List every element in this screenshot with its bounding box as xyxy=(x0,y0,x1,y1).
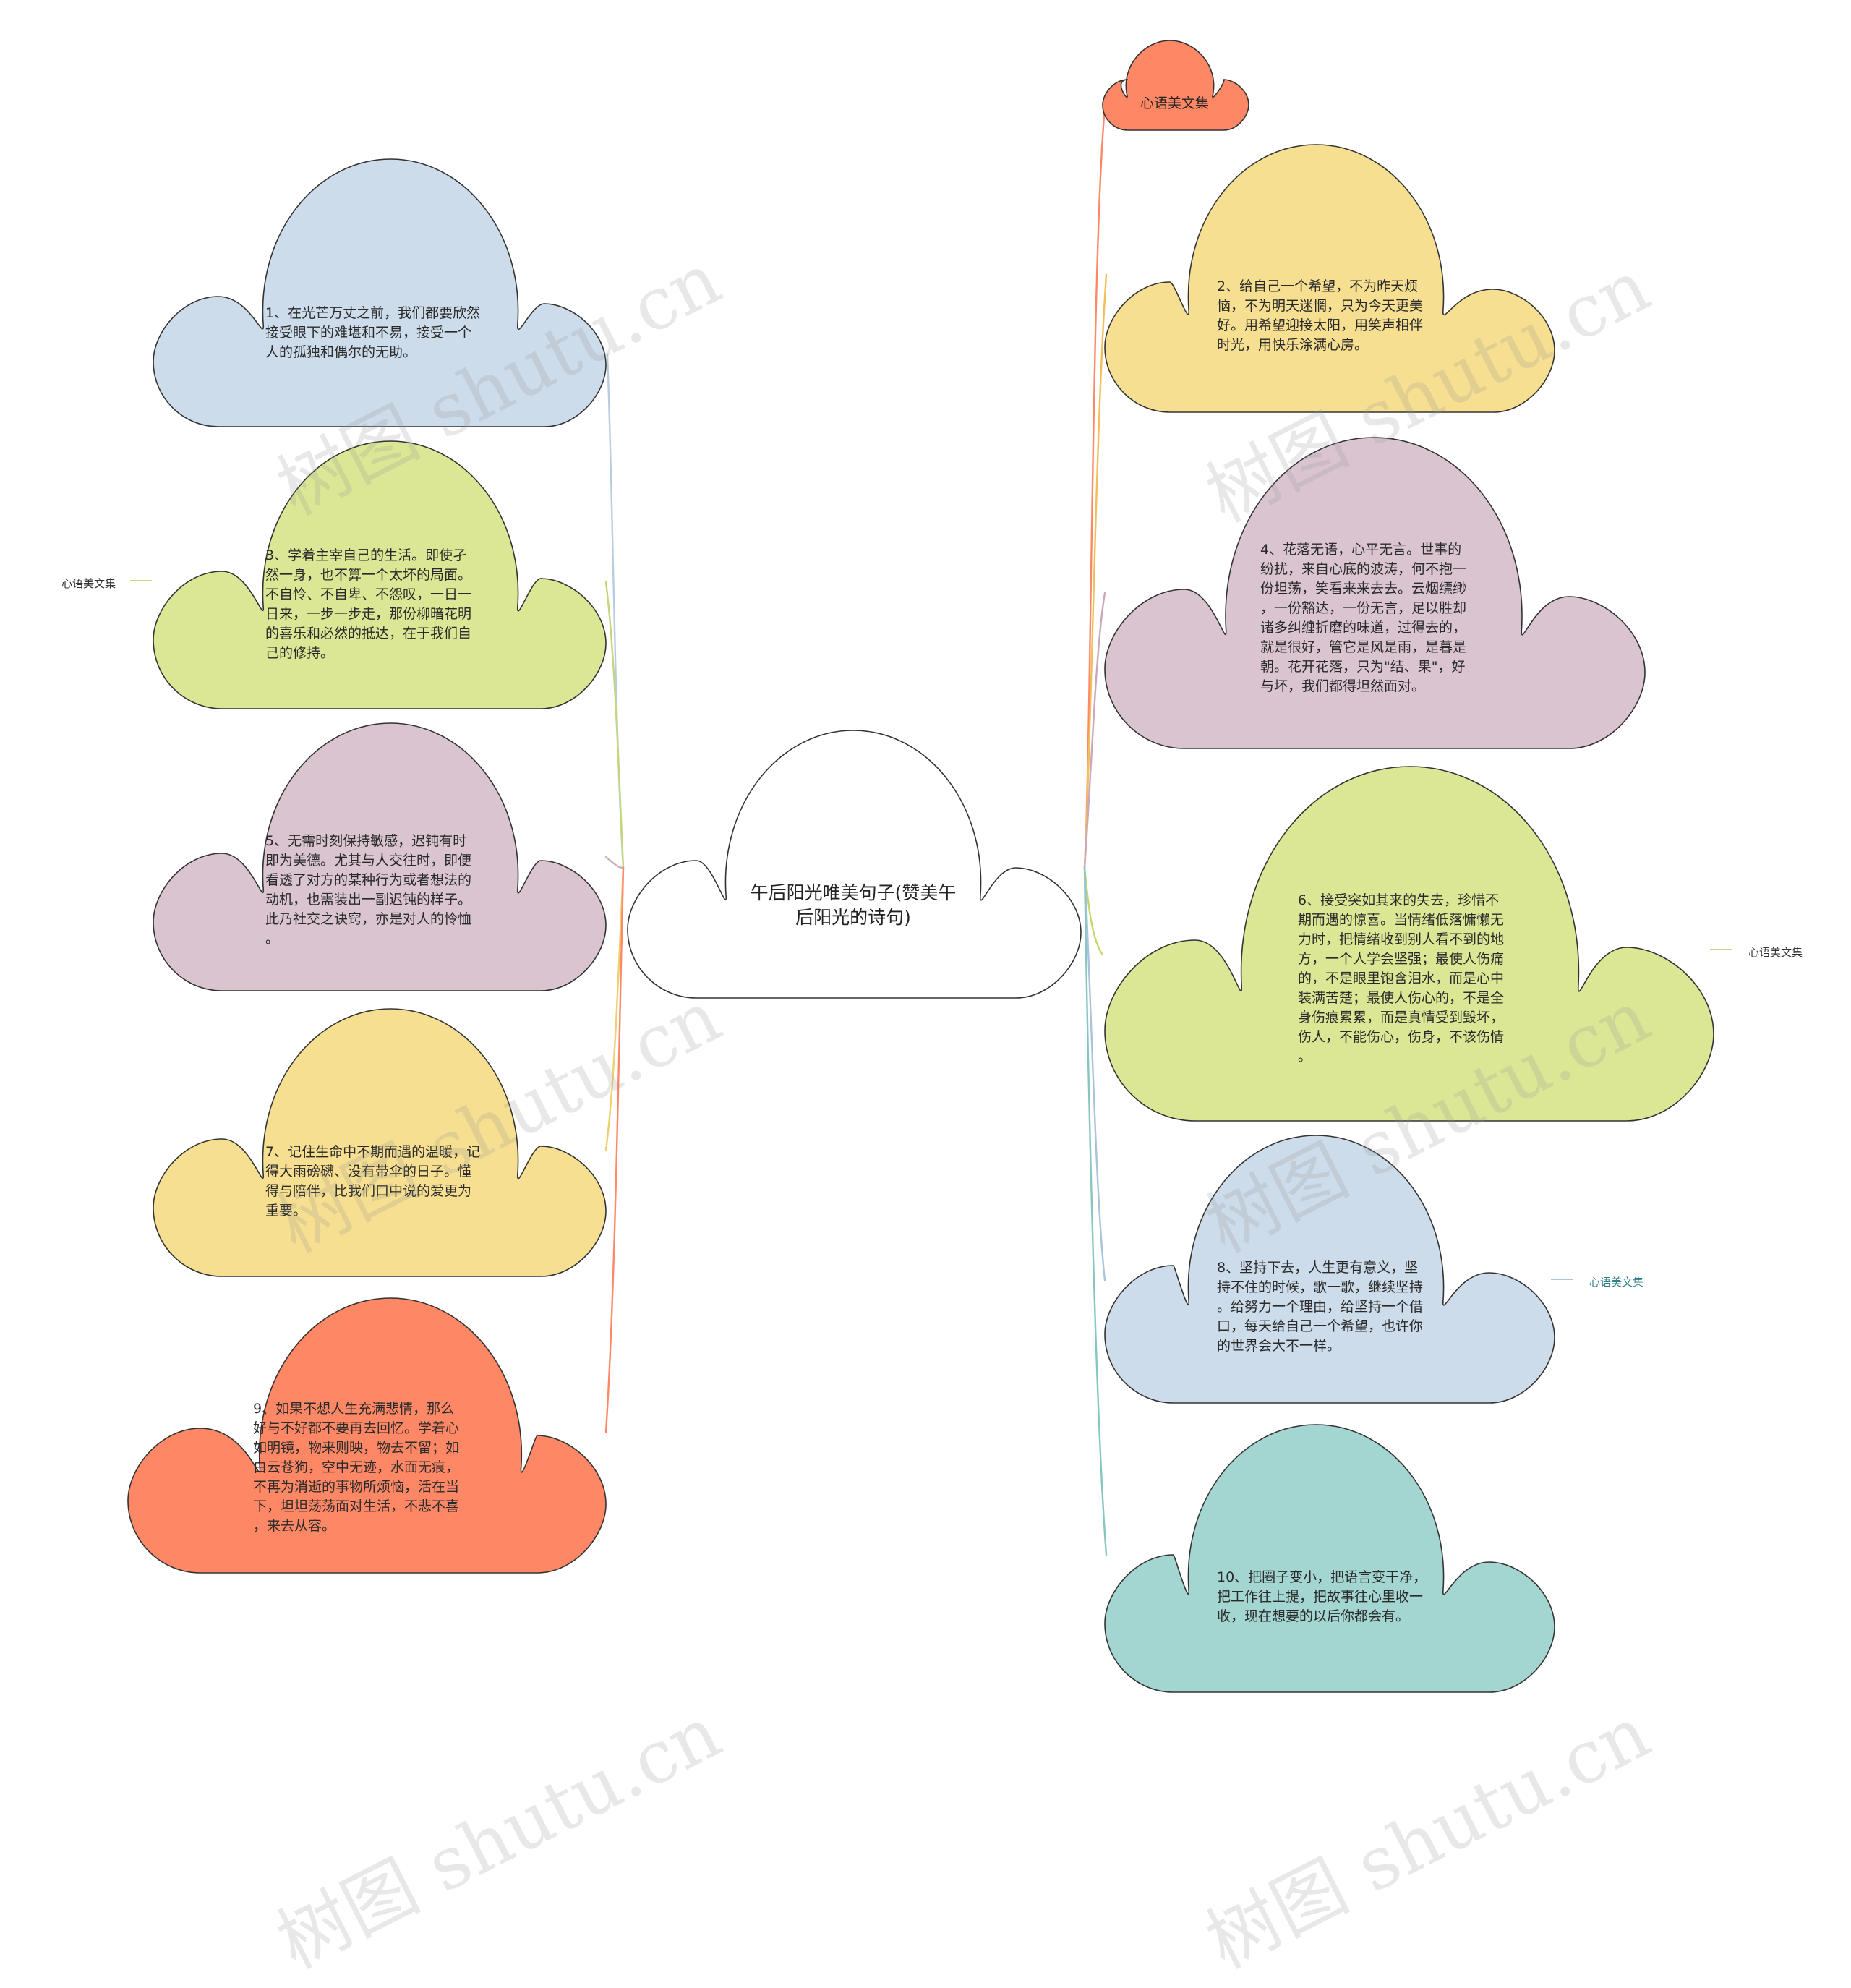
node-7-text[interactable]: 7、记住生命中不期而遇的温暖，记 得大雨磅礴、没有带伞的日子。懂 得与陪伴，比我… xyxy=(265,1144,481,1219)
node-9-text[interactable]: 9、如果不想人生充满悲情，那么 好与不好都不要再去回忆。学着心 如明镜，物来则映… xyxy=(253,1401,460,1534)
node-4-text[interactable]: 4、花落无语，心平无言。世事的 纷扰，来自心底的波涛，何不抱一 份坦荡，笑看来来… xyxy=(1260,542,1467,694)
connector-n2 xyxy=(1083,273,1108,869)
cloud-node-3 xyxy=(153,440,607,709)
cloud-node-10 xyxy=(1104,1424,1555,1693)
cloud-node-2 xyxy=(1104,144,1555,413)
cloud-node-7 xyxy=(153,1008,607,1277)
node-1-text[interactable]: 1、在光芒万丈之前，我们都要欣然 接受眼下的难堪和不易，接受一个 人的孤独和偶尔… xyxy=(265,305,481,360)
cloud-node-9 xyxy=(127,1297,607,1574)
connector-top-tag xyxy=(1083,93,1108,869)
tag-right-low[interactable]: 心语美文集 xyxy=(1589,1276,1644,1289)
node-6-text[interactable]: 6、接受突如其来的失去，珍惜不 期而遇的惊喜。当情绪低落慵懒无 力时，把情绪收到… xyxy=(1298,892,1505,1065)
mindmap-canvas xyxy=(127,40,1732,1693)
node-2-text[interactable]: 2、给自己一个希望，不为昨天烦 恼，不为明天迷惘，只为今天更美 好。用希望迎接太… xyxy=(1217,278,1424,353)
node-5-text[interactable]: 5、无需时刻保持敏感，迟钝有时 即为美德。尤其与人交往时，即便 看透了对方的某种… xyxy=(265,833,472,947)
central-topic[interactable]: 午后阳光唯美句子(赞美午 后阳光的诗句) xyxy=(750,882,957,928)
connector-n9 xyxy=(604,866,625,1433)
node-10-text[interactable]: 10、把圈子变小，把语言变干净， 把工作往上提，把故事往心里收一 收，现在想要的… xyxy=(1217,1569,1427,1624)
cloud-node-1 xyxy=(153,158,607,427)
tag-right-mid[interactable]: 心语美文集 xyxy=(1748,946,1803,959)
cloud-central xyxy=(627,730,1082,999)
cloud-node-8 xyxy=(1104,1135,1555,1404)
tag-left[interactable]: 心语美文集 xyxy=(61,577,116,590)
node-3-text[interactable]: 3、学着主宰自己的生活。即使孑 然一身，也不算一个太坏的局面。 不自怜、不自卑、… xyxy=(265,547,472,661)
tag-top-right[interactable]: 心语美文集 xyxy=(1140,95,1210,111)
cloud-node-5 xyxy=(153,722,607,991)
connector-n10 xyxy=(1083,866,1108,1556)
connector-n8 xyxy=(1083,866,1106,1281)
connector-n7 xyxy=(604,866,625,1151)
cloud-node-4 xyxy=(1104,437,1646,749)
cloud-node-6 xyxy=(1104,766,1714,1122)
connector-n4 xyxy=(1083,592,1106,869)
connector-n5 xyxy=(604,856,625,869)
connector-n3 xyxy=(604,581,625,869)
cloud-tag-top xyxy=(1102,40,1249,131)
node-8-text[interactable]: 8、坚持下去，人生更有意义，坚 持不住的时候，歌一歌，继续坚持 。给努力一个理由… xyxy=(1217,1260,1424,1354)
